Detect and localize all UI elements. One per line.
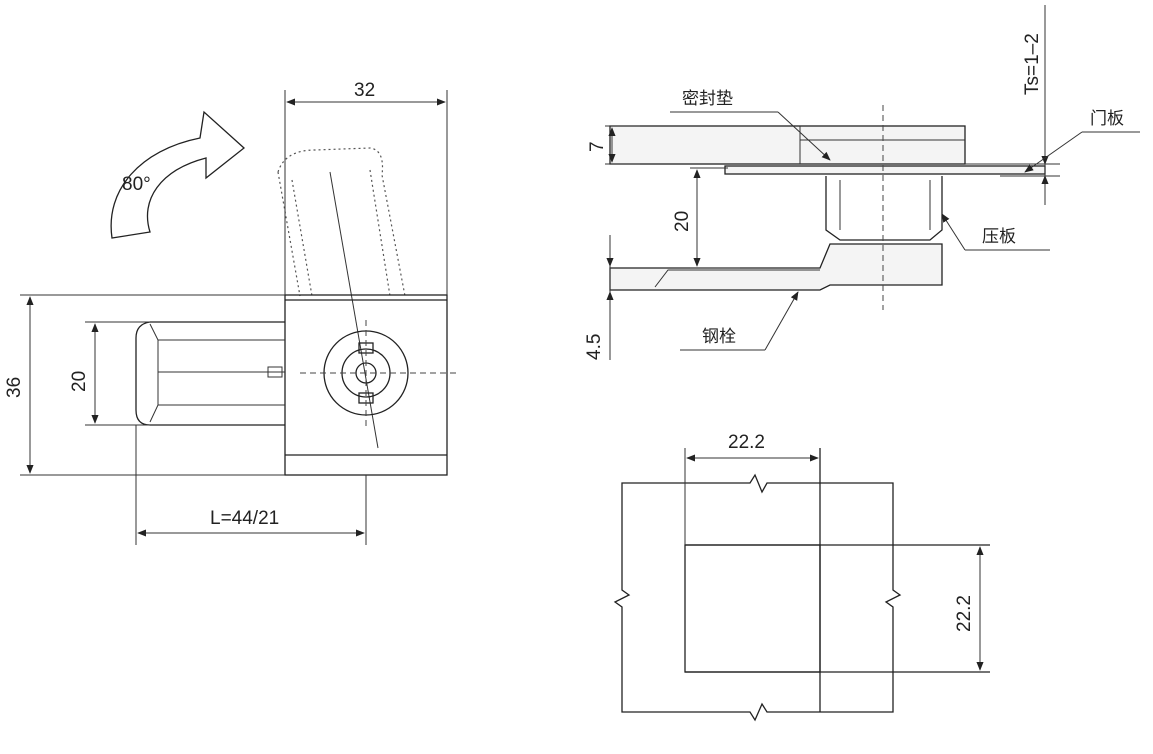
dim-seal-label: 7 — [587, 141, 608, 152]
cam-tip — [149, 323, 159, 423]
dim-grip-label: 20 — [672, 211, 693, 232]
dim-cutout-width-label: 22.2 — [728, 432, 765, 453]
leader-seal — [777, 111, 831, 161]
dim-thickness-label: Ts=1–2 — [1022, 33, 1043, 95]
cutout-view: 22.2 22.2 — [613, 432, 990, 722]
door-panel — [724, 165, 1046, 175]
dim-height-label: 36 — [4, 377, 25, 398]
label-seal: 密封垫 — [682, 89, 733, 109]
rotation-arrow-icon — [110, 110, 246, 239]
dim-body-label: 20 — [69, 371, 90, 392]
rotated-handle-outline — [277, 147, 406, 297]
dim-length-label: L=44/21 — [210, 508, 279, 529]
pressure-plate — [825, 176, 943, 241]
dim-bolt-label: 4.5 — [584, 334, 605, 360]
cam-pin — [267, 366, 283, 378]
label-door: 门板 — [1090, 109, 1124, 129]
bolt-tip — [654, 269, 820, 288]
panel-outline — [613, 473, 902, 722]
label-bolt: 钢栓 — [702, 327, 736, 347]
dim-width-label: 32 — [354, 80, 375, 101]
label-plate: 压板 — [982, 227, 1016, 247]
leader-plate — [941, 213, 966, 251]
leader-bolt — [764, 291, 799, 351]
seal-plate — [609, 125, 966, 165]
section-view: 7 20 4.5 Ts=1–2 密封垫 门板 压板 钢栓 — [584, 5, 1140, 360]
cutout-square — [684, 544, 821, 673]
handle-axis-line — [329, 171, 379, 449]
side-view: 80° 32 36 — [4, 80, 460, 545]
steel-bolt — [609, 243, 943, 291]
leader-door — [1024, 131, 1083, 173]
dim-cutout-height-label: 22.2 — [954, 595, 975, 632]
rotated-handle-inner — [291, 169, 391, 297]
rotation-label: 80° — [122, 174, 151, 195]
cam-bolt — [135, 321, 285, 426]
